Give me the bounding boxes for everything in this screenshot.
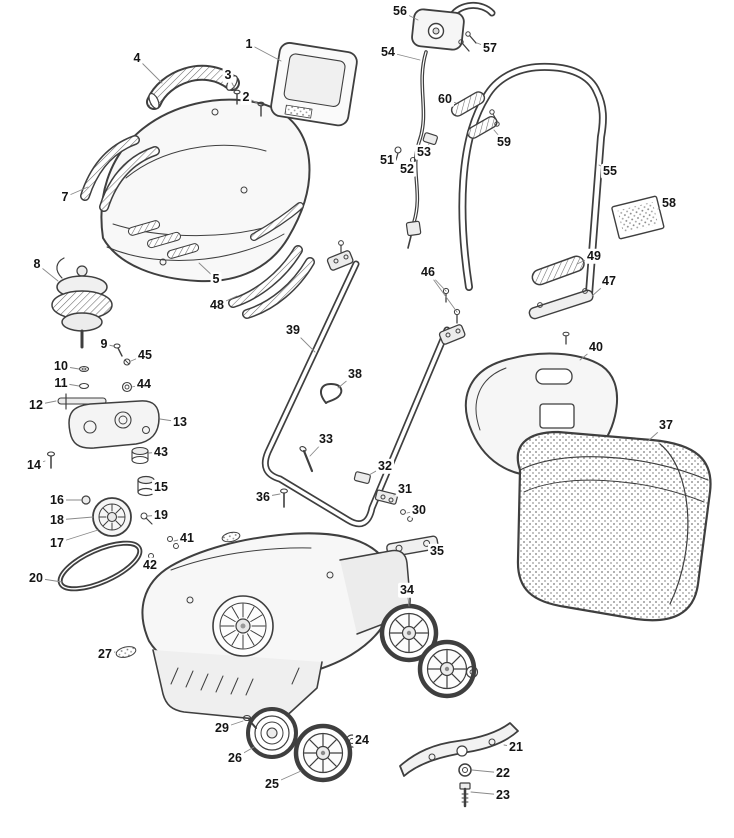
rear-grip — [531, 255, 585, 286]
leader-line-33 — [309, 438, 327, 457]
leader-line-30 — [406, 509, 420, 514]
leader-line-57 — [476, 42, 491, 49]
leader-line-53 — [423, 143, 430, 153]
small-hardware — [57, 343, 133, 410]
sticker-sheet — [611, 195, 665, 240]
chassis-deck — [115, 531, 411, 721]
leader-line-10 — [60, 365, 80, 370]
leader-line-1 — [248, 43, 282, 62]
leader-line-44 — [131, 383, 145, 388]
rear-cover-flap — [233, 42, 358, 127]
fan — [212, 595, 274, 657]
leader-line-37 — [647, 424, 667, 442]
pulley — [92, 497, 132, 537]
handle-bolt — [299, 446, 314, 473]
leader-line-54 — [387, 51, 421, 61]
leader-line-38 — [337, 373, 356, 389]
leader-line-18 — [56, 516, 94, 521]
switch-screws — [458, 31, 477, 52]
leader-line-21 — [503, 744, 517, 748]
leader-line-36 — [262, 493, 281, 498]
leader-line-8 — [36, 263, 59, 282]
leader-line-9 — [103, 343, 114, 347]
rear-wheels — [382, 606, 479, 696]
leader-line-51 — [386, 153, 396, 161]
grass-box — [516, 430, 712, 622]
leader-line-32 — [368, 465, 386, 476]
leader-line-41 — [173, 537, 188, 542]
handle-clamps — [326, 240, 466, 345]
cable-clip — [319, 383, 343, 404]
leader-line-27 — [104, 651, 116, 655]
handle-mount-parts — [280, 471, 439, 558]
leader-line-46 — [427, 271, 458, 313]
switch-housing — [411, 2, 496, 52]
upper-handle-tube — [458, 62, 607, 298]
leader-line-15 — [154, 485, 162, 488]
handle-grip-pads — [450, 91, 500, 139]
leader-line-43 — [148, 451, 162, 454]
leader-line-52 — [406, 162, 413, 170]
leader-line-19 — [147, 514, 162, 517]
front-wheels — [242, 707, 359, 780]
flap-screws — [233, 89, 265, 117]
deck-cover — [100, 98, 311, 283]
leader-line-4 — [136, 57, 163, 84]
trim-strip-set-right — [228, 202, 315, 319]
leader-line-39 — [292, 329, 316, 353]
leader-line-11 — [60, 382, 80, 387]
motor-armature — [51, 257, 113, 349]
lower-handle-tube — [261, 260, 451, 528]
leader-line-29 — [221, 720, 244, 729]
leader-line-25 — [271, 770, 302, 785]
leader-line-58 — [657, 202, 670, 210]
drive-belt — [57, 540, 143, 592]
leader-line-42 — [149, 558, 152, 566]
grip-bracket — [528, 288, 594, 345]
leader-line-26 — [234, 746, 255, 759]
leader-line-12 — [35, 400, 57, 406]
leader-line-46 — [427, 271, 447, 292]
trim-strip-set-left — [80, 135, 160, 212]
leader-line-23 — [470, 791, 504, 796]
blade-assembly — [399, 722, 519, 808]
leader-line-40 — [579, 346, 597, 361]
leader-line-31 — [393, 488, 406, 496]
leader-line-59 — [493, 129, 505, 143]
leader-line-13 — [159, 418, 181, 423]
leader-line-47 — [591, 280, 610, 297]
clamp-bolts — [442, 287, 461, 324]
leader-line-22 — [471, 769, 504, 774]
leader-line-14 — [33, 460, 46, 466]
leader-line-45 — [130, 354, 146, 362]
switch-cable — [405, 50, 428, 249]
switch-plate — [68, 400, 160, 465]
leader-line-17 — [56, 529, 99, 544]
leader-line-60 — [444, 98, 457, 104]
